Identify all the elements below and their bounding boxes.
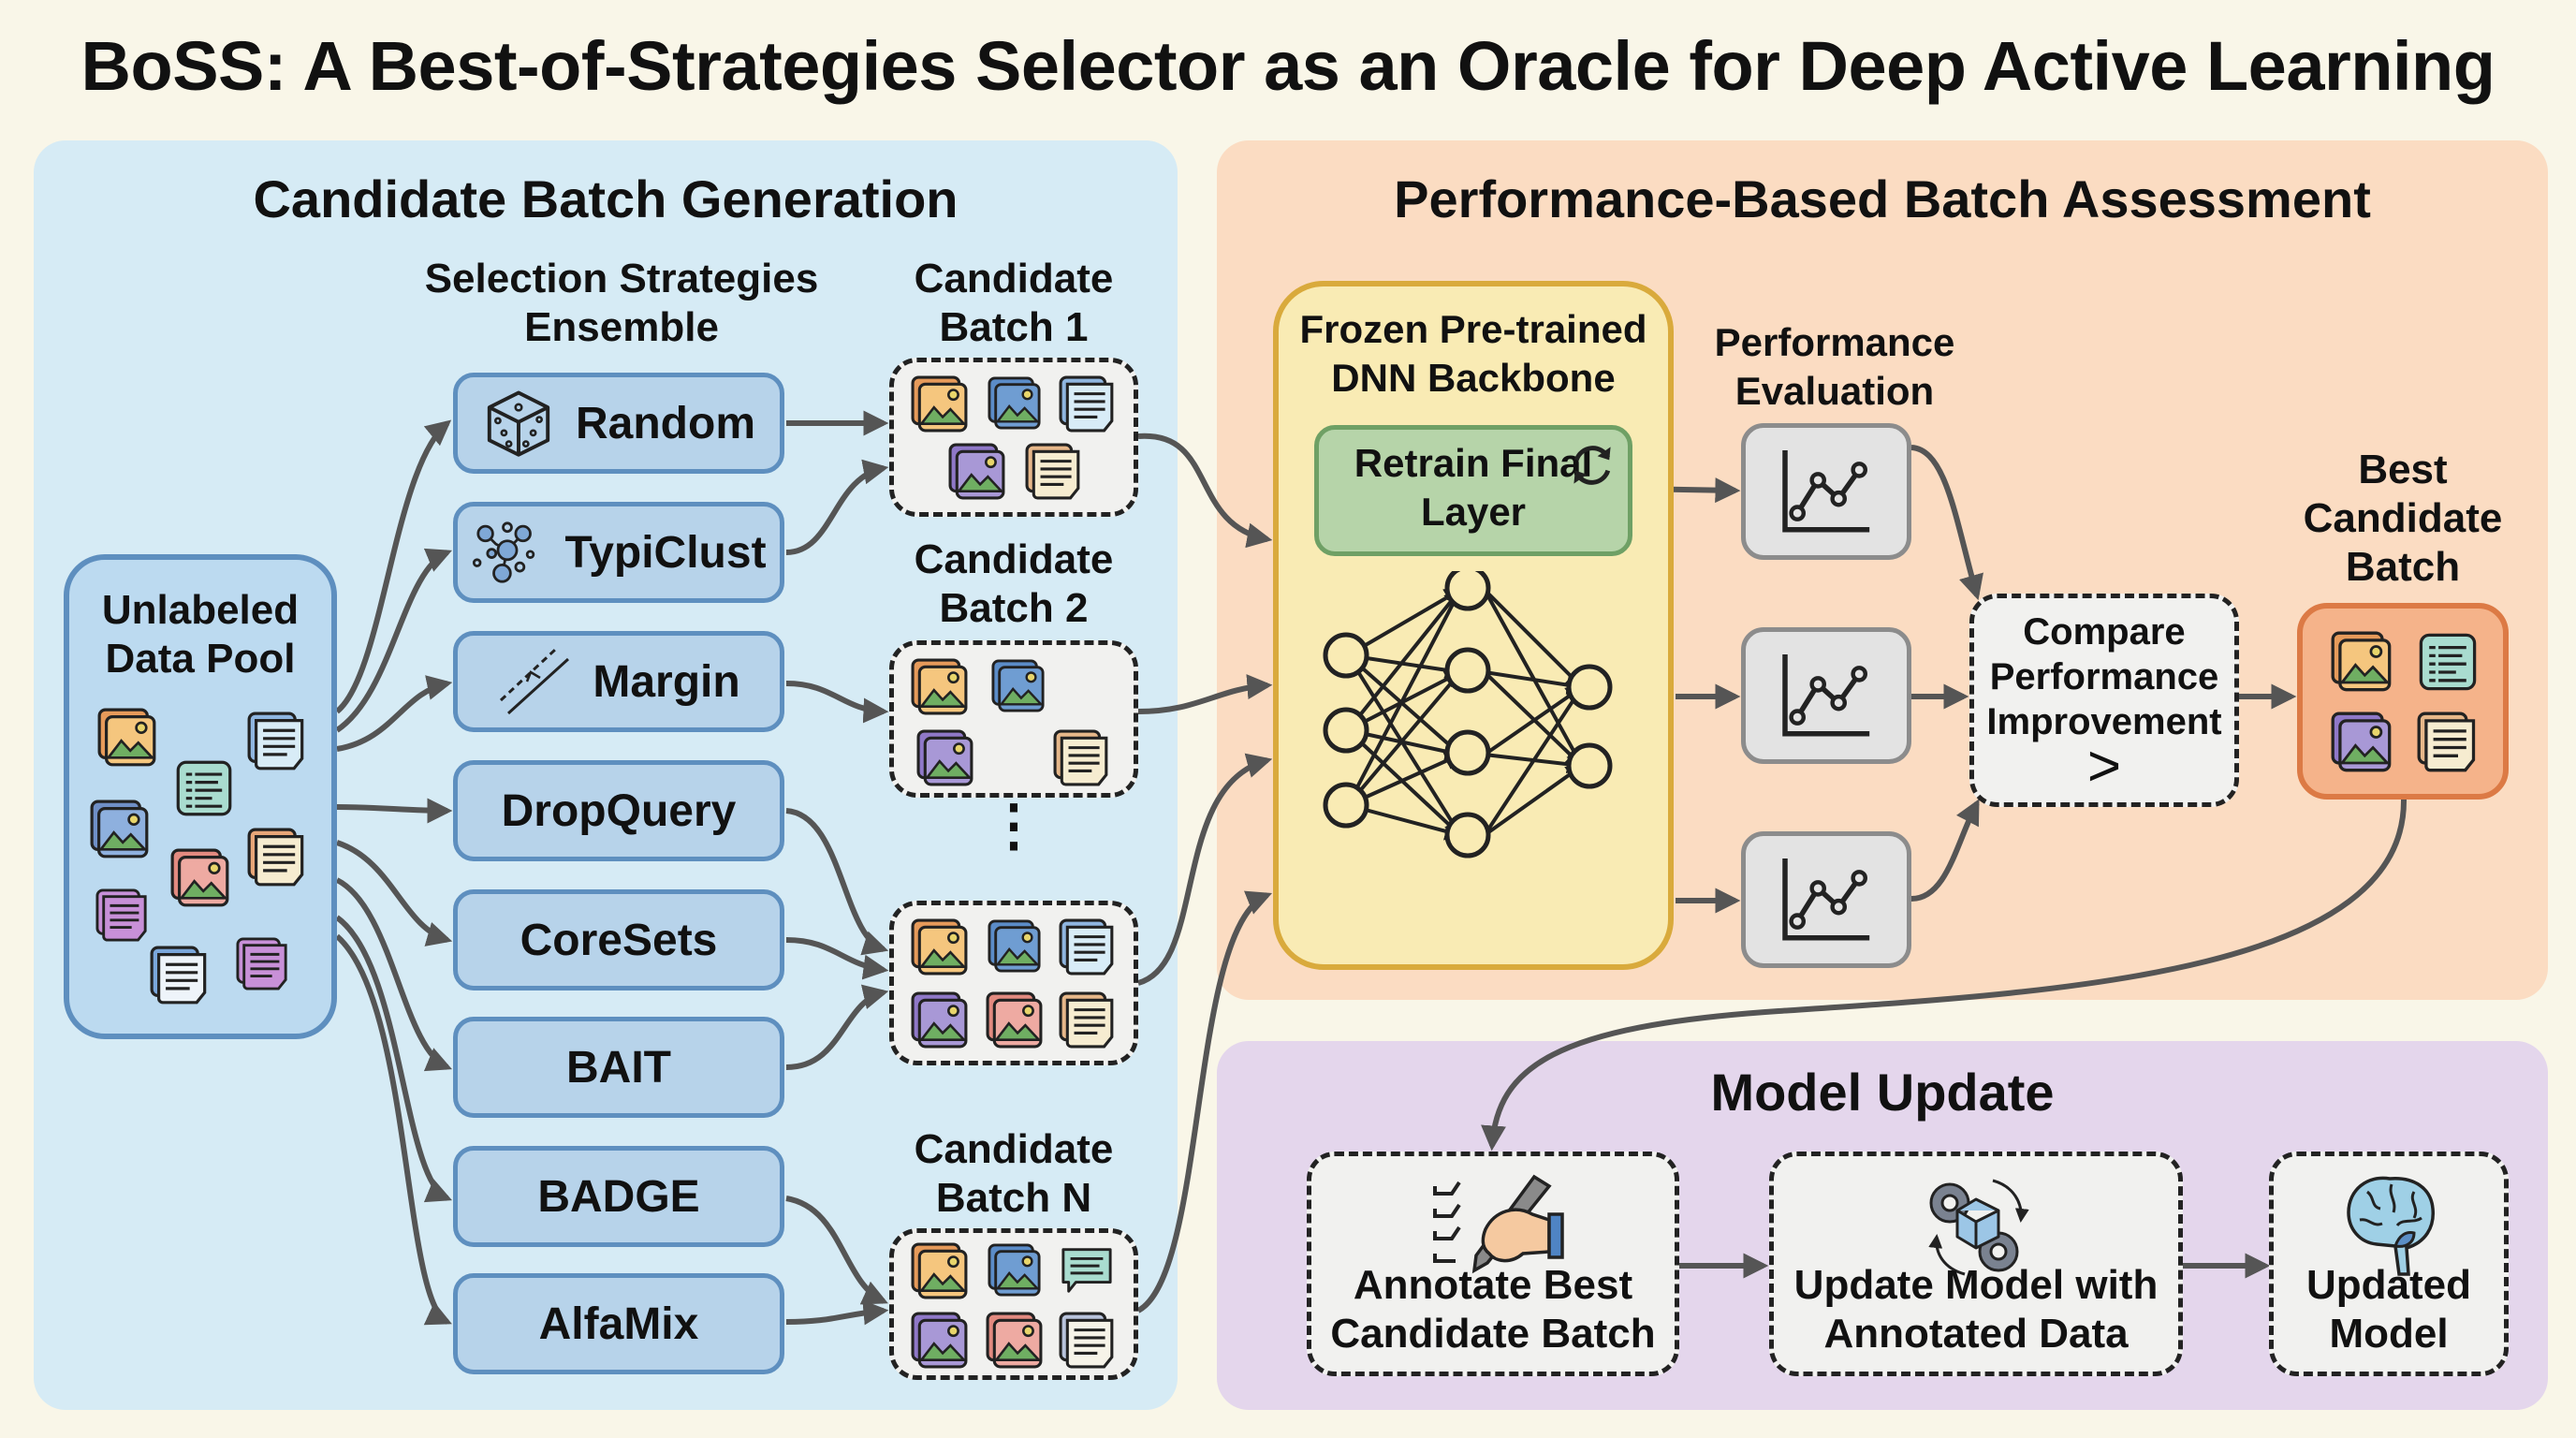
image-icon [988, 1242, 1042, 1299]
strategy-label: TypiClust [564, 527, 767, 578]
document-icon [236, 934, 290, 994]
retrain-label: Retrain Final Layer [1354, 441, 1593, 534]
margin-icon [500, 648, 570, 715]
image-icon [948, 443, 1006, 501]
cluster-icon [473, 521, 535, 583]
document-icon [2417, 712, 2479, 773]
strategy-label: AlfaMix [538, 1299, 699, 1349]
batch-2-label: Candidate Batch 2 [914, 536, 1114, 631]
strategy-dropquery[interactable]: DropQuery [453, 760, 784, 861]
annotate-label: Annotate Best Candidate Batch [1330, 1262, 1656, 1357]
candidate-generation-title: Candidate Batch Generation [253, 169, 959, 228]
refresh-icon [1573, 446, 1611, 485]
pool-label: Unlabeled Data Pool [101, 587, 300, 682]
line-chart-icon [1775, 445, 1878, 538]
candidate-batch-1[interactable] [889, 358, 1138, 517]
document-icon [1059, 1312, 1117, 1370]
strategy-alfamix[interactable]: AlfaMix [453, 1273, 784, 1374]
brain-icon [2347, 1176, 2435, 1276]
image-icon [2331, 631, 2393, 693]
strategy-label: CoreSets [520, 915, 718, 965]
strategy-margin[interactable]: Margin [453, 631, 784, 732]
dice-icon [487, 390, 550, 457]
batch-n-label: Candidate Batch N [914, 1126, 1114, 1221]
strategy-label: Random [576, 398, 755, 448]
unlabeled-data-pool: Unlabeled Data Pool [64, 554, 337, 1039]
assessment-title: Performance-Based Batch Assessment [1394, 169, 2371, 228]
update-model-step[interactable]: Update Model with Annotated Data [1769, 1152, 2183, 1376]
image-icon [90, 800, 150, 859]
performance-eval-2[interactable] [1741, 627, 1911, 764]
document-icon [1059, 375, 1117, 433]
best-candidate-batch[interactable] [2297, 603, 2509, 800]
image-icon [911, 991, 969, 1049]
backbone-label: Frozen Pre-trained DNN Backbone [1299, 307, 1647, 400]
image-icon [911, 1312, 969, 1370]
batch-1-label: Candidate Batch 1 [914, 256, 1114, 350]
image-icon [2331, 712, 2393, 773]
image-icon [170, 848, 230, 908]
batch-ellipsis: ⋮ [986, 794, 1042, 857]
page-title: BoSS: A Best-of-Strategies Selector as a… [80, 27, 2496, 105]
image-icon [911, 1242, 969, 1300]
text-icon [2417, 631, 2479, 693]
image-icon [986, 991, 1044, 1049]
document-icon [1059, 918, 1117, 976]
image-icon [988, 918, 1042, 975]
image-icon [916, 729, 974, 787]
performance-eval-1[interactable] [1741, 423, 1911, 560]
line-chart-icon [1775, 853, 1878, 946]
document-icon [1059, 991, 1117, 1049]
image-icon [911, 375, 969, 433]
compare-label: Compare Performance Improvement [1986, 611, 2222, 742]
document-icon [1053, 729, 1111, 787]
best-batch-label: Best Candidate Batch [2303, 447, 2503, 590]
image-icon [911, 918, 969, 976]
document-icon [95, 886, 150, 946]
strategy-coresets[interactable]: CoreSets [453, 889, 784, 990]
chat-icon [1059, 1242, 1115, 1297]
strategy-typiclust[interactable]: TypiClust [453, 502, 784, 603]
image-icon [911, 658, 969, 716]
strategies-title: Selection Strategies Ensemble [424, 256, 819, 350]
document-icon [247, 712, 307, 771]
image-icon [97, 708, 157, 768]
strategy-bait[interactable]: BAIT [453, 1017, 784, 1118]
eval-label: Performance Evaluation [1714, 320, 1955, 413]
updated-model-label: Updated Model [2306, 1262, 2471, 1357]
strategy-label: BAIT [566, 1042, 671, 1093]
document-icon [150, 946, 210, 1005]
neural-network-icon [1323, 571, 1613, 858]
annotate-hand-icon [1433, 1174, 1564, 1274]
greater-than-icon: > [2086, 734, 2122, 799]
retrain-final-layer[interactable]: Retrain Final Layer [1314, 425, 1632, 556]
document-icon [1025, 443, 1083, 501]
line-chart-icon [1775, 649, 1878, 742]
strategy-label: BADGE [537, 1171, 700, 1222]
updated-model-step[interactable]: Updated Model [2269, 1152, 2509, 1376]
compare-performance[interactable]: Compare Performance Improvement > [1969, 594, 2239, 807]
model-update-title: Model Update [1710, 1063, 2055, 1122]
document-icon [247, 828, 307, 888]
strategy-label: DropQuery [501, 785, 737, 836]
image-icon [986, 1312, 1044, 1370]
strategy-random[interactable]: Random [453, 373, 784, 474]
image-icon [991, 658, 1046, 714]
annotate-step[interactable]: Annotate Best Candidate Batch [1307, 1152, 1679, 1376]
text-icon [174, 758, 234, 818]
performance-eval-3[interactable] [1741, 831, 1911, 968]
strategy-label: Margin [593, 656, 740, 707]
update-model-label: Update Model with Annotated Data [1793, 1262, 2159, 1357]
candidate-batch-n[interactable] [889, 1228, 1138, 1380]
candidate-batch-2[interactable] [889, 640, 1138, 798]
image-icon [988, 375, 1042, 432]
gears-cube-icon [1928, 1179, 2029, 1276]
strategy-badge[interactable]: BADGE [453, 1146, 784, 1247]
candidate-batch-3[interactable] [889, 901, 1138, 1065]
